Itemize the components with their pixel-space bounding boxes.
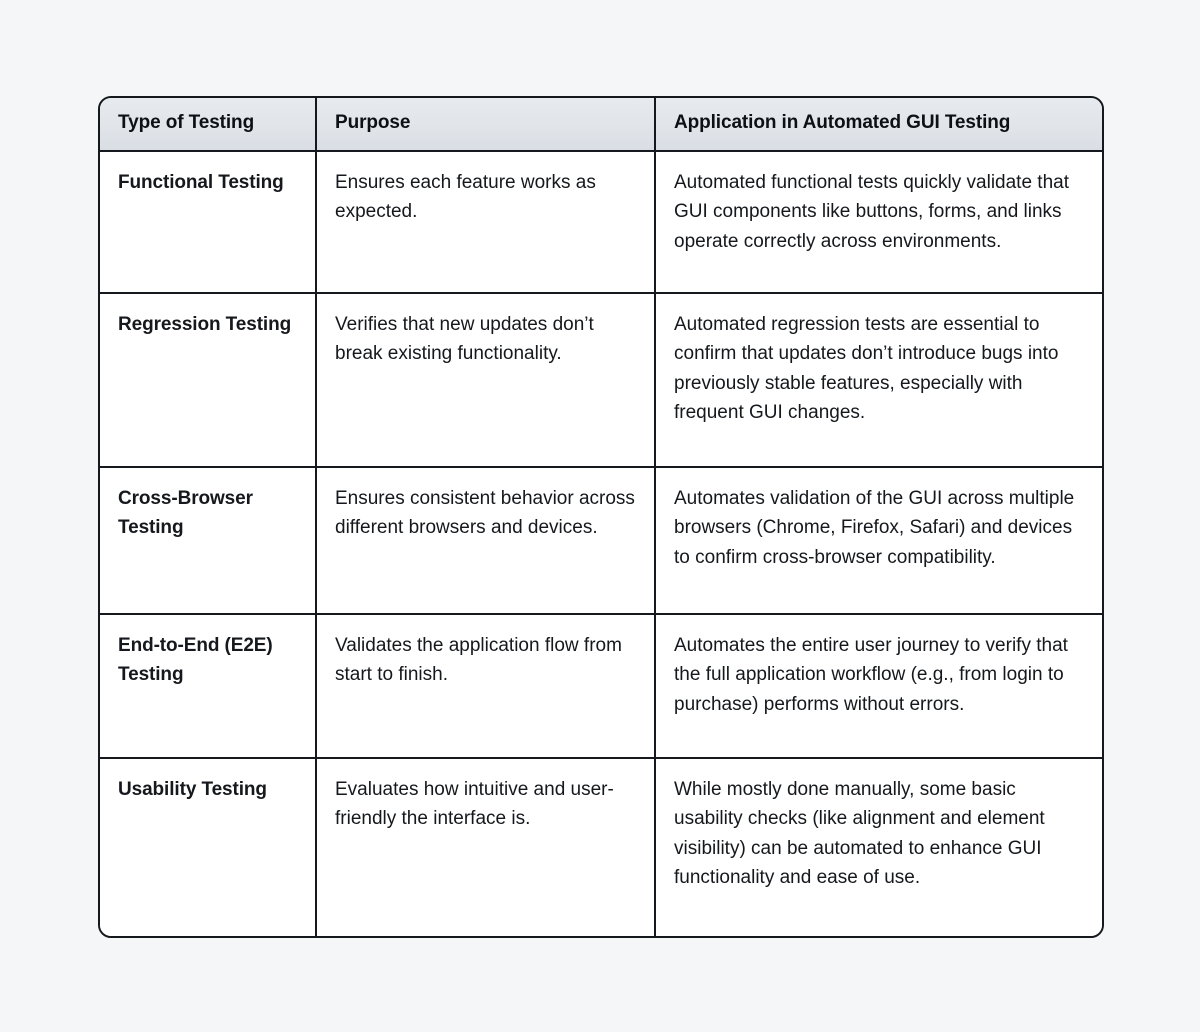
cell-type: Functional Testing: [100, 151, 317, 294]
cell-type: Usability Testing: [100, 758, 317, 936]
cell-purpose: Evaluates how intuitive and user-friendl…: [317, 758, 656, 936]
cell-purpose: Verifies that new updates don’t break ex…: [317, 293, 656, 468]
table-row: Functional Testing Ensures each feature …: [100, 151, 1102, 294]
table-row: End-to-End (E2E) Testing Validates the a…: [100, 614, 1102, 759]
table-header: Type of Testing Purpose Application in A…: [100, 98, 1102, 152]
comparison-table-container: Type of Testing Purpose Application in A…: [98, 96, 1104, 938]
column-header-purpose: Purpose: [317, 98, 656, 152]
cell-application: Automates the entire user journey to ver…: [656, 614, 1102, 759]
testing-types-table: Type of Testing Purpose Application in A…: [98, 96, 1104, 938]
cell-purpose: Ensures consistent behavior across diffe…: [317, 467, 656, 615]
cell-application: Automates validation of the GUI across m…: [656, 467, 1102, 615]
table-body: Functional Testing Ensures each feature …: [100, 151, 1102, 936]
table-row: Regression Testing Verifies that new upd…: [100, 293, 1102, 468]
table-row: Cross-Browser Testing Ensures consistent…: [100, 467, 1102, 615]
cell-type: Regression Testing: [100, 293, 317, 468]
table-header-row: Type of Testing Purpose Application in A…: [100, 98, 1102, 152]
cell-purpose: Validates the application flow from star…: [317, 614, 656, 759]
cell-application: Automated regression tests are essential…: [656, 293, 1102, 468]
cell-application: While mostly done manually, some basic u…: [656, 758, 1102, 936]
cell-type: End-to-End (E2E) Testing: [100, 614, 317, 759]
cell-purpose: Ensures each feature works as expected.: [317, 151, 656, 294]
column-header-application: Application in Automated GUI Testing: [656, 98, 1102, 152]
cell-application: Automated functional tests quickly valid…: [656, 151, 1102, 294]
column-header-type-of-testing: Type of Testing: [100, 98, 317, 152]
cell-type: Cross-Browser Testing: [100, 467, 317, 615]
table-row: Usability Testing Evaluates how intuitiv…: [100, 758, 1102, 936]
